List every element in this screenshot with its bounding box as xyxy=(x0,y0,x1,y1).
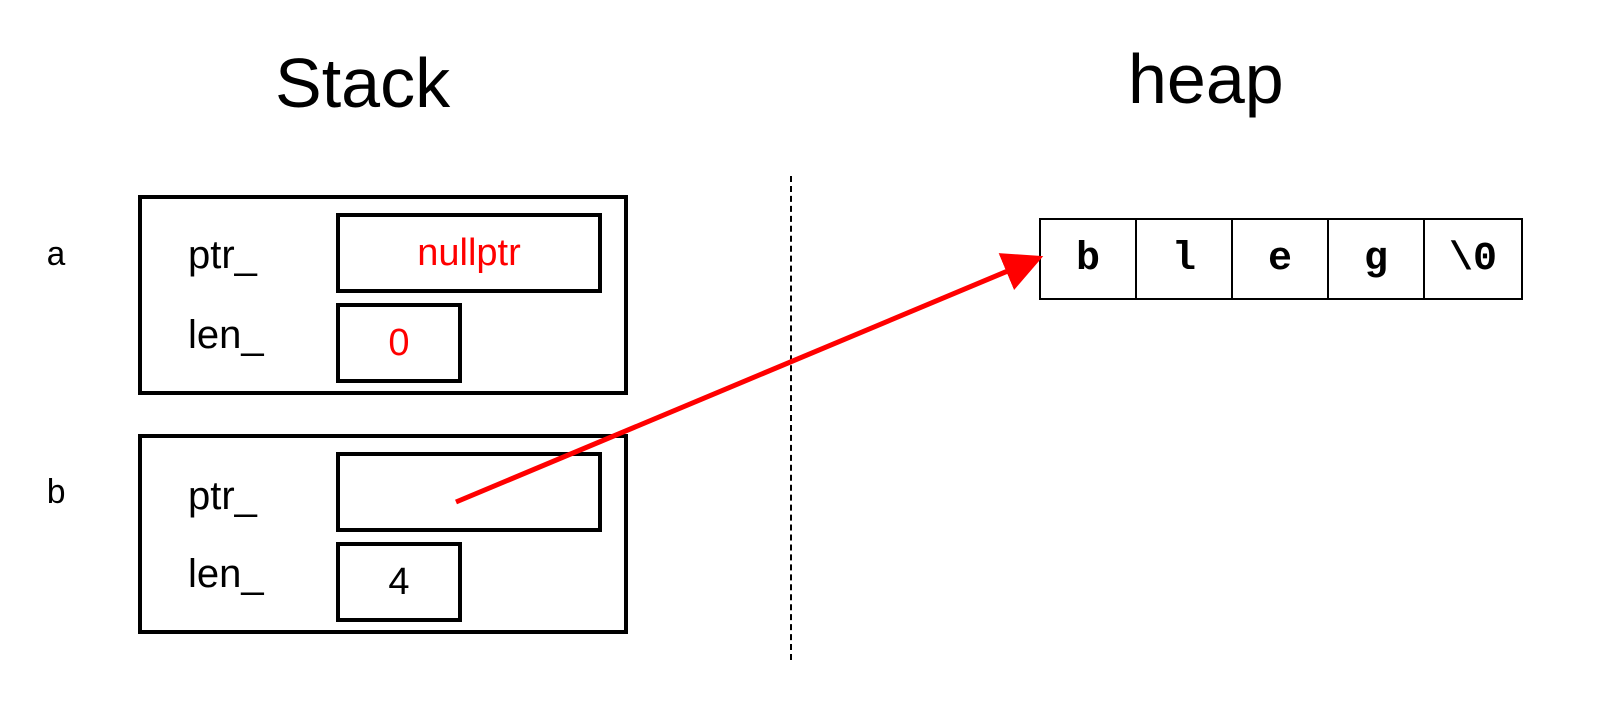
heap-cell: g xyxy=(1329,220,1425,298)
heap-cell: b xyxy=(1041,220,1137,298)
heap-cell: l xyxy=(1137,220,1233,298)
heap-cell: \0 xyxy=(1448,236,1497,282)
variable-a-name: a xyxy=(46,238,67,276)
variable-b-ptr-box xyxy=(336,452,602,532)
variable-b-len-label: len_ xyxy=(188,552,264,596)
variable-b-ptr-label: ptr_ xyxy=(188,474,257,518)
variable-a-ptr-label: ptr_ xyxy=(188,233,257,277)
variable-a-len-box: 0 xyxy=(336,303,462,383)
variable-b-name: b xyxy=(46,476,67,514)
variable-b-frame: ptr_ len_ 4 xyxy=(138,434,628,634)
variable-a-len-label: len_ xyxy=(188,313,264,357)
heap-char-array: b l e g \0 xyxy=(1039,218,1523,300)
heap-cell: e xyxy=(1233,220,1329,298)
variable-a-ptr-box: nullptr xyxy=(336,213,602,293)
heap-heading: heap xyxy=(1128,40,1284,118)
variable-b-len-box: 4 xyxy=(336,542,462,622)
stack-heap-divider xyxy=(790,176,792,660)
stack-heading: Stack xyxy=(275,44,451,122)
variable-a-frame: ptr_ nullptr len_ 0 xyxy=(138,195,628,395)
